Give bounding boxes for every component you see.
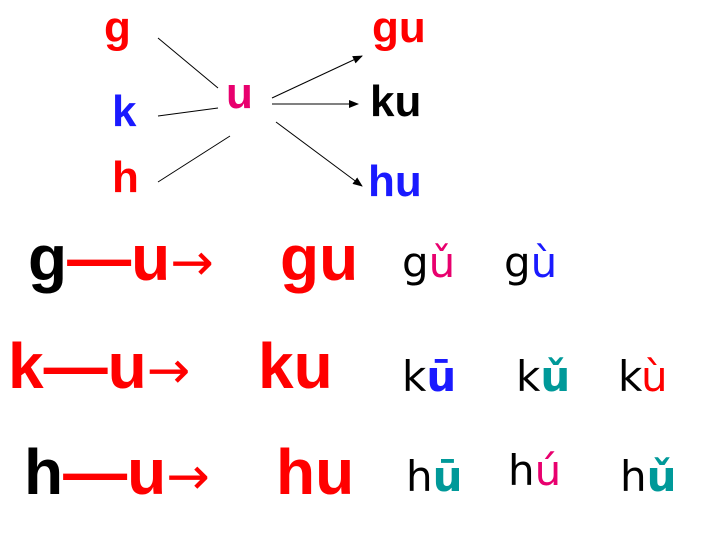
- line-h-to-u: [157, 135, 231, 183]
- diagram-result-hu: hu: [368, 157, 422, 206]
- row-ku: k—u→: [8, 334, 190, 398]
- row-dash: —: [63, 436, 128, 508]
- row-dash: —: [67, 222, 132, 294]
- row-syllable-gu: gu: [280, 222, 359, 294]
- row-gu: g—u→: [28, 226, 214, 290]
- tone-ku-4: kù: [618, 352, 668, 401]
- diagram-result-gu: gu: [372, 3, 426, 52]
- row-arrow: →: [170, 233, 214, 293]
- row-arrow: →: [146, 341, 191, 401]
- tone-gu-3: gǔ: [402, 238, 456, 287]
- arrow-u-to-hu: [275, 121, 363, 187]
- diagram-initial-h: h: [112, 153, 139, 202]
- line-g-to-u: [157, 37, 219, 89]
- row-final: u: [127, 436, 167, 508]
- arrow-u-to-gu: [271, 55, 363, 99]
- row-initial: h: [24, 436, 64, 508]
- diagram-result-ku: ku: [370, 77, 422, 126]
- tone-hu-1: hū: [406, 452, 463, 501]
- row-initial: k: [8, 330, 44, 402]
- line-k-to-u: [157, 107, 219, 117]
- tone-hu-2: hú: [508, 446, 562, 495]
- row-initial: g: [28, 222, 68, 294]
- row-hu: h—u→: [24, 440, 210, 504]
- tone-ku-3: kǔ: [516, 352, 571, 401]
- diagram-final-u: u: [226, 69, 253, 118]
- tone-hu-3: hǔ: [620, 452, 677, 501]
- tone-ku-1: kū: [402, 352, 457, 401]
- row-arrow: →: [166, 447, 210, 507]
- tone-gu-4: gù: [504, 238, 558, 287]
- diagram-initial-g: g: [104, 3, 131, 52]
- diagram-initial-k: k: [112, 87, 137, 136]
- row-dash: —: [43, 330, 108, 402]
- row-syllable-ku: ku: [258, 330, 333, 402]
- row-syllable-hu: hu: [276, 436, 355, 508]
- row-final: u: [131, 222, 171, 294]
- row-final: u: [107, 330, 147, 402]
